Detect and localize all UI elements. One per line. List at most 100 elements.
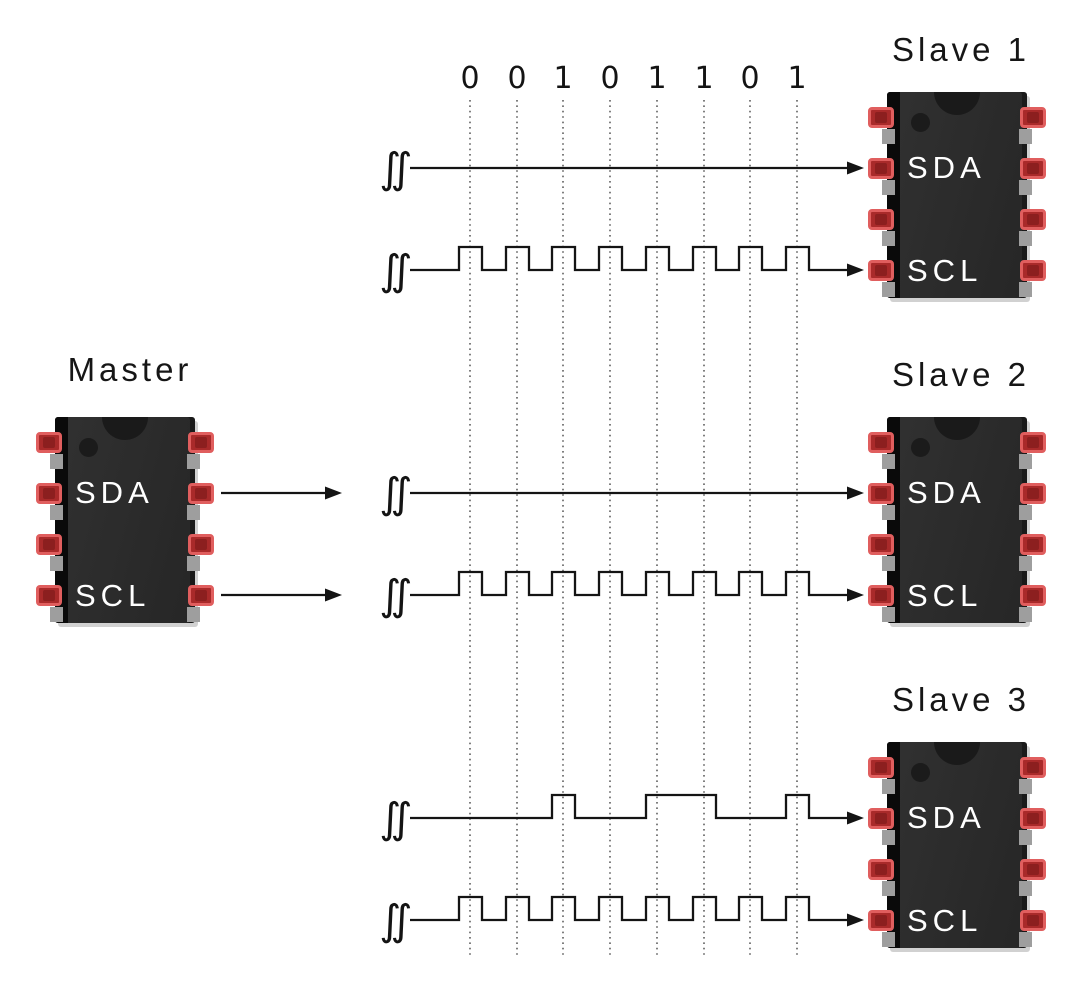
master-scl-arrow-head-icon bbox=[325, 588, 342, 602]
slave1-sda-break-icon: ∬ bbox=[379, 144, 412, 193]
chip-pin-nub bbox=[882, 505, 895, 520]
chip-pin-nub bbox=[187, 505, 200, 520]
slave2-scl-break-icon: ∬ bbox=[379, 571, 412, 620]
chip-pin-left-4 bbox=[36, 585, 62, 606]
chip-pin-right-1 bbox=[1020, 757, 1046, 778]
chip-pin-nub bbox=[187, 556, 200, 571]
slave1-sda-pin-label: SDA bbox=[907, 150, 986, 185]
chip-body: SDA SCL bbox=[887, 742, 1027, 948]
chip-pin-left-4 bbox=[868, 585, 894, 606]
chip-notch bbox=[102, 417, 148, 440]
master-sda-arrow-head-icon bbox=[325, 486, 342, 500]
chip-pin-left-1 bbox=[868, 107, 894, 128]
chip-pin-nub bbox=[882, 779, 895, 794]
chip-pin-right-3 bbox=[188, 534, 214, 555]
slave3-sda-waveform bbox=[410, 793, 849, 820]
chip-pin-right-1 bbox=[1020, 432, 1046, 453]
chip-pin-nub bbox=[1019, 129, 1032, 144]
chip-pin-nub bbox=[882, 129, 895, 144]
chip-pin-nub bbox=[187, 454, 200, 469]
chip-pin-right-2 bbox=[188, 483, 214, 504]
slave1-scl-waveform bbox=[410, 245, 849, 272]
bit-label-7: 0 bbox=[740, 61, 760, 96]
chip-pin-nub bbox=[882, 556, 895, 571]
chip-pin-right-4 bbox=[1020, 910, 1046, 931]
master-label: Master bbox=[67, 351, 193, 388]
slave3-sda-arrowhead-icon bbox=[847, 811, 864, 825]
chip-pin-right-2 bbox=[1020, 483, 1046, 504]
chip-pin-nub bbox=[1019, 180, 1032, 195]
slave3-scl-arrowhead-icon bbox=[847, 913, 864, 927]
chip-pin-nub bbox=[50, 505, 63, 520]
slave1-scl-break-icon: ∬ bbox=[379, 246, 412, 295]
chip-body: SDA SCL bbox=[887, 417, 1027, 623]
master-chip: SDA SCL bbox=[36, 417, 214, 623]
chip-pin-left-3 bbox=[868, 534, 894, 555]
chip-body: SDA SCL bbox=[55, 417, 195, 623]
chip-pin-nub bbox=[882, 607, 895, 622]
slave2-sda-arrowhead-icon bbox=[847, 486, 864, 500]
chip-pin-right-4 bbox=[1020, 260, 1046, 281]
master-sda-pin-label: SDA bbox=[75, 475, 154, 510]
chip-pin-left-2 bbox=[868, 808, 894, 829]
bit-label-4: 0 bbox=[600, 61, 620, 96]
chip-pin-nub bbox=[1019, 607, 1032, 622]
bit-label-3: 1 bbox=[553, 61, 573, 96]
chip-pin-right-3 bbox=[1020, 209, 1046, 230]
bit-label-1: 0 bbox=[460, 61, 480, 96]
chip-pin-right-2 bbox=[1020, 158, 1046, 179]
chip-pin-nub bbox=[882, 231, 895, 246]
chip-pin-nub bbox=[1019, 454, 1032, 469]
chip-pin-left-2 bbox=[36, 483, 62, 504]
chip-pin-nub bbox=[50, 556, 63, 571]
chip-pin-nub bbox=[882, 830, 895, 845]
bit-label-2: 0 bbox=[507, 61, 527, 96]
chip-pin-right-3 bbox=[1020, 859, 1046, 880]
slave1-sda-arrowhead-icon bbox=[847, 161, 864, 175]
slave3-sda-break-icon: ∬ bbox=[379, 794, 412, 843]
chip-notch bbox=[934, 417, 980, 440]
chip-pin-nub bbox=[50, 454, 63, 469]
slave3-scl-pin-label: SCL bbox=[907, 903, 983, 938]
chip-pin-right-4 bbox=[1020, 585, 1046, 606]
slave1-chip: SDA SCL bbox=[868, 92, 1046, 298]
slave2-sda-break-icon: ∬ bbox=[379, 469, 412, 518]
bit-label-8: 1 bbox=[787, 61, 807, 96]
slave1-label: Slave 1 bbox=[891, 31, 1031, 68]
chip-pin-right-4 bbox=[188, 585, 214, 606]
chip-pin-right-1 bbox=[188, 432, 214, 453]
chip-pin-nub bbox=[882, 282, 895, 297]
chip-pin-left-1 bbox=[868, 757, 894, 778]
chip-pin-nub bbox=[1019, 881, 1032, 896]
slave3-scl-break-icon: ∬ bbox=[379, 896, 412, 945]
slave1-scl-pin-label: SCL bbox=[907, 253, 983, 288]
chip-body: SDA SCL bbox=[887, 92, 1027, 298]
slave2-scl-waveform bbox=[410, 570, 849, 597]
chip-pin-left-3 bbox=[36, 534, 62, 555]
chip-pin-left-4 bbox=[868, 260, 894, 281]
chip-notch bbox=[934, 92, 980, 115]
pin1-dot-icon bbox=[911, 763, 930, 782]
chip-notch bbox=[934, 742, 980, 765]
slave2-scl-pin-label: SCL bbox=[907, 578, 983, 613]
chip-pin-right-1 bbox=[1020, 107, 1046, 128]
chip-pin-nub bbox=[1019, 282, 1032, 297]
chip-pin-left-3 bbox=[868, 209, 894, 230]
chip-pin-nub bbox=[1019, 830, 1032, 845]
slave2-label: Slave 2 bbox=[891, 356, 1031, 393]
chip-pin-left-1 bbox=[36, 432, 62, 453]
chip-pin-nub bbox=[187, 607, 200, 622]
bit-label-6: 1 bbox=[694, 61, 714, 96]
pin1-dot-icon bbox=[911, 438, 930, 457]
chip-pin-right-3 bbox=[1020, 534, 1046, 555]
chip-pin-left-3 bbox=[868, 859, 894, 880]
chip-pin-nub bbox=[1019, 779, 1032, 794]
chip-pin-nub bbox=[1019, 556, 1032, 571]
chip-pin-nub bbox=[882, 454, 895, 469]
pin1-dot-icon bbox=[911, 113, 930, 132]
chip-pin-right-2 bbox=[1020, 808, 1046, 829]
slave2-scl-arrowhead-icon bbox=[847, 588, 864, 602]
slave3-sda-pin-label: SDA bbox=[907, 800, 986, 835]
